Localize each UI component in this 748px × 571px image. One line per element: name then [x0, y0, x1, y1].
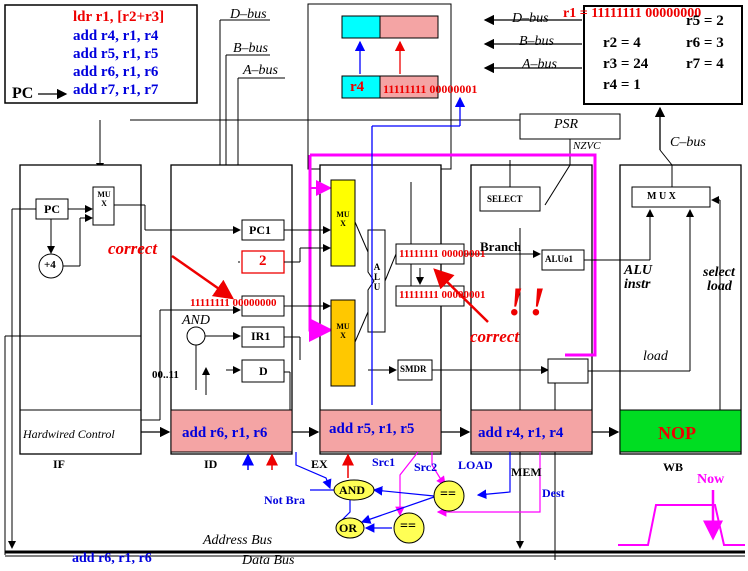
- stage-label-ex: EX: [311, 457, 328, 471]
- a-bus-label-right: A–bus: [522, 57, 557, 72]
- select-load-2: load: [707, 279, 732, 294]
- stage-label-mem: MEM: [511, 465, 542, 479]
- data-bus-instr: add r6, r1, r6: [72, 551, 152, 566]
- const-two: 2: [259, 253, 267, 269]
- d-bus-label-left: D–bus: [230, 7, 267, 22]
- wb-mux: M U X: [647, 191, 676, 202]
- ex-mux-b: MUX: [336, 322, 350, 340]
- pipe-reg-id: add r6, r1, r6: [182, 425, 268, 441]
- select-block: SELECT: [487, 194, 523, 204]
- alu-instr-2: instr: [624, 277, 651, 292]
- alu-instr-1: ALU: [624, 263, 652, 278]
- pc-pointer-label: PC: [12, 85, 34, 102]
- pc-register: PC: [44, 202, 60, 216]
- pc-adder: +4: [44, 259, 56, 271]
- register-file-box: [583, 5, 743, 105]
- stage-mem-box: [470, 164, 593, 455]
- pipe-reg-ex: add r5, r1, r5: [329, 421, 415, 437]
- and-gate: AND: [339, 483, 365, 497]
- correct-annotation-1: correct: [108, 239, 158, 258]
- reg-r2: r2 = 4: [603, 35, 641, 51]
- reg-r1: r1 = 11111111 00000000: [563, 6, 702, 21]
- branch-label: Branch: [480, 239, 522, 254]
- eq-comparator-1: ==: [440, 487, 456, 502]
- pc1-register: PC1: [249, 223, 271, 237]
- address-bus-label: Address Bus: [203, 533, 273, 548]
- program-line-1: ldr r1, [r2+r3]: [73, 9, 165, 25]
- select-load-1: select: [703, 265, 735, 280]
- psr-label: PSR: [554, 117, 579, 132]
- bits-label: 00..11: [152, 369, 179, 381]
- smdr-register: SMDR: [400, 364, 427, 374]
- stage-wb-box: [619, 164, 742, 455]
- reg-r7: r7 = 4: [686, 56, 724, 72]
- reg-r4: r4 = 1: [603, 77, 641, 93]
- ex-result-1: 11111111 00000001: [399, 248, 486, 260]
- pipe-reg-wb: NOP: [658, 423, 696, 443]
- stage-label-id: ID: [204, 457, 218, 471]
- d-register: D: [259, 364, 268, 378]
- load-signal-label: LOAD: [458, 458, 493, 472]
- d-bus-label-right: D–bus: [512, 11, 549, 26]
- program-line-3: add r5, r1, r5: [73, 46, 159, 62]
- reg-r3: r3 = 24: [603, 56, 649, 72]
- id-forward-value: 11111111 00000000: [190, 297, 277, 309]
- or-gate: OR: [339, 521, 357, 535]
- stage-label-if: IF: [53, 457, 65, 471]
- hardwired-control: Hardwired Control: [23, 427, 115, 441]
- ex-alu: ALU: [373, 262, 381, 292]
- ex-result-2: 11111111 00000001: [399, 289, 486, 301]
- dest-label: Dest: [542, 486, 565, 500]
- ir1-register: IR1: [251, 329, 271, 343]
- c-bus-label: C–bus: [670, 135, 706, 150]
- write-reg-value: 11111111 00000001: [383, 82, 478, 96]
- reg-r6: r6 = 3: [686, 35, 724, 51]
- eq-comparator-2: ==: [400, 519, 416, 534]
- correct-annotation-2: correct: [470, 327, 520, 346]
- write-reg-name: r4: [350, 79, 365, 95]
- aluo1-register: ALUo1: [545, 254, 574, 264]
- psr-flags: NZVC: [573, 140, 601, 152]
- program-line-4: add r6, r1, r6: [73, 64, 159, 80]
- program-line-5: add r7, r1, r7: [73, 82, 159, 98]
- if-mux: MUX: [97, 190, 111, 208]
- a-bus-label-left: A–bus: [243, 63, 278, 78]
- b-bus-label-left: B–bus: [233, 41, 268, 56]
- b-bus-label-right: B–bus: [519, 34, 554, 49]
- ex-mux-a: MUX: [336, 210, 350, 228]
- data-bus-label: Data Bus: [242, 553, 295, 568]
- not-bra-label: Not Bra: [264, 493, 305, 507]
- pipe-reg-mem: add r4, r1, r4: [478, 425, 564, 441]
- now-label: Now: [697, 472, 725, 487]
- stage-label-wb: WB: [663, 460, 684, 474]
- src1-label: Src1: [372, 455, 396, 469]
- src2-label: Src2: [414, 460, 438, 474]
- program-line-2: add r4, r1, r4: [73, 28, 159, 44]
- exclaim-annotation: !!: [508, 279, 552, 324]
- program-box: [4, 4, 198, 104]
- reg-r5: r5 = 2: [686, 13, 724, 29]
- and-label: AND: [182, 313, 210, 328]
- load-label: load: [643, 349, 668, 364]
